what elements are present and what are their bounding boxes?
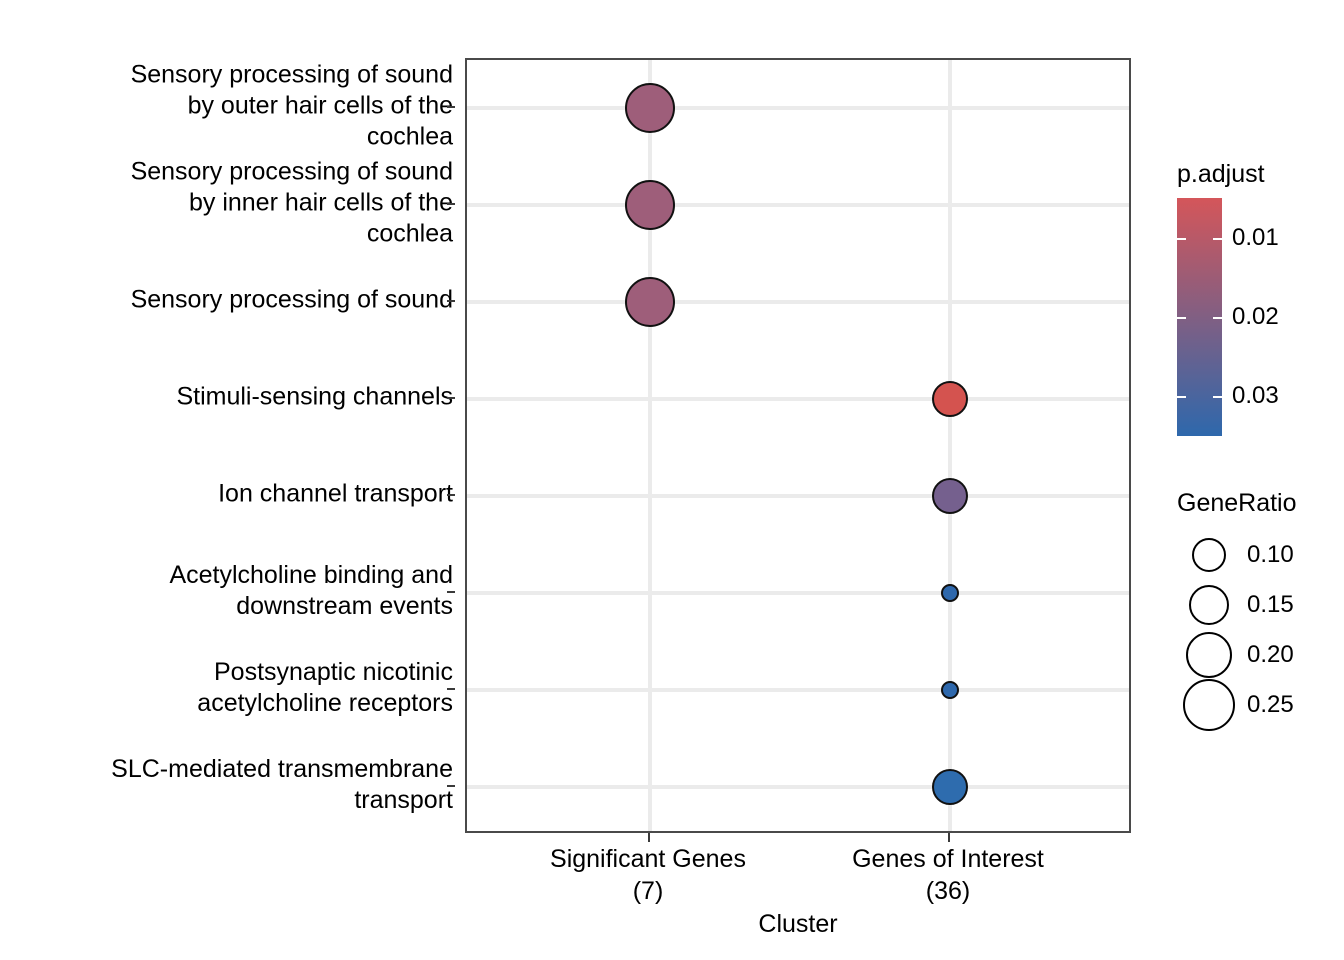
- data-point: [625, 277, 675, 328]
- colorbar-tick-mark: [1177, 396, 1186, 399]
- x-axis-tick-mark: [648, 833, 650, 842]
- size-legend-label: 0.10: [1247, 541, 1294, 568]
- y-axis-tick-mark: [447, 784, 455, 787]
- data-point: [941, 583, 959, 602]
- colorbar-tick-label: 0.01: [1232, 223, 1279, 251]
- colorbar-tick-mark: [1213, 237, 1222, 240]
- gridline-horizontal: [467, 106, 1129, 111]
- y-axis-tick-label: Sensory processing of sound by outer hai…: [130, 60, 453, 151]
- y-axis-tick-mark: [447, 687, 455, 690]
- data-point: [941, 680, 959, 699]
- colorbar-tick-mark: [1213, 317, 1222, 319]
- p-adjust-colorbar: [1177, 198, 1222, 436]
- size-legend-key: [1183, 679, 1235, 731]
- x-axis-tick-label: Genes of Interest (36): [852, 845, 1044, 905]
- colorbar-tick-mark: [1213, 396, 1222, 399]
- y-axis-labels: Sensory processing of sound by outer hai…: [0, 58, 455, 833]
- size-legend-title: GeneRatio: [1177, 489, 1297, 517]
- y-axis-tick-label: Sensory processing of sound: [130, 285, 453, 314]
- data-point: [932, 381, 968, 418]
- size-legend-key: [1186, 632, 1232, 678]
- gridline-horizontal: [467, 203, 1129, 208]
- colorbar-tick-mark: [1177, 237, 1186, 240]
- data-point: [932, 477, 968, 514]
- y-axis-tick-label: Stimuli-sensing channels: [176, 382, 453, 411]
- y-axis-tick-label: Ion channel transport: [218, 479, 453, 508]
- gridline-vertical: [948, 60, 952, 831]
- y-axis-tick-label: Sensory processing of sound by inner hai…: [130, 157, 453, 248]
- gridline-horizontal: [467, 590, 1129, 595]
- y-axis-tick-label: Acetylcholine binding and downstream eve…: [169, 560, 453, 620]
- data-point: [625, 180, 675, 231]
- y-axis-tick-mark: [447, 300, 455, 303]
- y-axis-tick-label: SLC-mediated transmembrane transport: [111, 754, 453, 814]
- gridline-vertical: [648, 60, 652, 831]
- gridline-horizontal: [467, 493, 1129, 498]
- x-axis-tick-mark: [948, 833, 950, 842]
- size-legend-label: 0.20: [1247, 641, 1294, 668]
- data-point: [932, 768, 968, 805]
- plot-panel: [465, 58, 1131, 833]
- y-axis-tick-mark: [447, 106, 455, 109]
- size-legend-key: [1192, 538, 1226, 572]
- x-axis-tick-label: Significant Genes (7): [550, 845, 746, 905]
- y-axis-tick-mark: [447, 590, 455, 593]
- gridline-horizontal: [467, 397, 1129, 402]
- size-legend-label: 0.25: [1247, 691, 1294, 718]
- y-axis-tick-mark: [447, 203, 455, 206]
- x-axis-title: Cluster: [758, 910, 838, 938]
- y-axis-tick-mark: [447, 493, 455, 496]
- colorbar-tick-label: 0.02: [1232, 303, 1279, 330]
- gridline-horizontal: [467, 300, 1129, 305]
- color-legend-title: p.adjust: [1177, 160, 1265, 188]
- size-legend-key: [1189, 585, 1229, 625]
- colorbar-tick-mark: [1177, 317, 1186, 319]
- size-legend-label: 0.15: [1247, 591, 1294, 618]
- colorbar-tick-label: 0.03: [1232, 382, 1279, 410]
- y-axis-tick-label: Postsynaptic nicotinic acetylcholine rec…: [197, 657, 453, 717]
- data-point: [625, 83, 675, 134]
- gridline-horizontal: [467, 784, 1129, 789]
- y-axis-tick-mark: [447, 397, 455, 400]
- gridline-horizontal: [467, 687, 1129, 692]
